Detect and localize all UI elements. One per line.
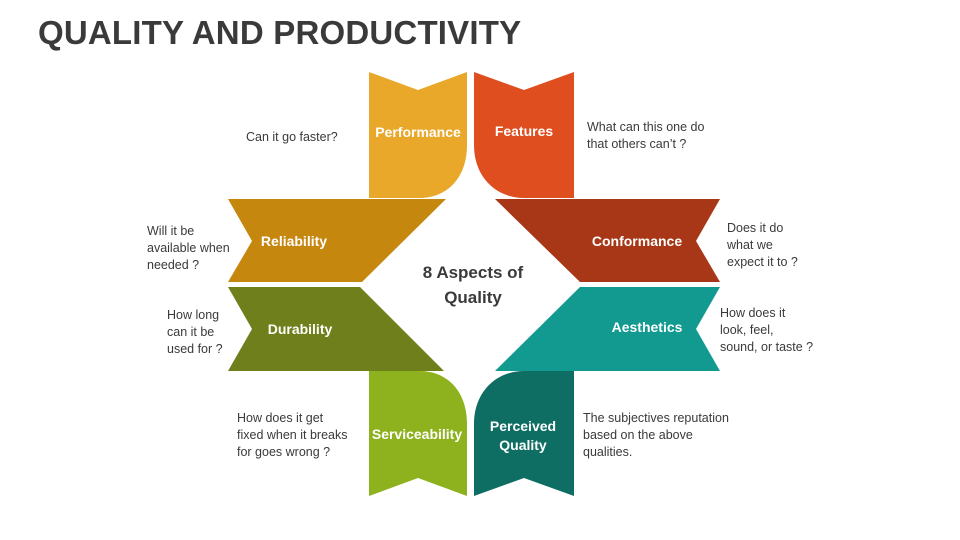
center-title-line2: Quality [444, 288, 502, 307]
performance-question: Can it go faster? [246, 130, 338, 144]
reliability-question: Will it be available when needed ? [147, 224, 230, 272]
aesthetics-ribbon [495, 287, 720, 371]
serviceability-ribbon [369, 371, 467, 496]
reliability-ribbon [228, 199, 446, 282]
performance-label: Performance [375, 124, 461, 140]
perceived-quality-question: The subjectives reputation based on the … [583, 411, 729, 459]
features-ribbon [474, 72, 574, 198]
conformance-label: Conformance [592, 233, 682, 249]
center-title-line1: 8 Aspects of [423, 263, 524, 282]
perceived-quality-label-line2: Quality [499, 437, 547, 453]
aesthetics-question: How does it look, feel, sound, or taste … [720, 306, 814, 354]
durability-label: Durability [268, 321, 333, 337]
page-title: QUALITY AND PRODUCTIVITY [38, 14, 522, 51]
aesthetics-label: Aesthetics [612, 319, 683, 335]
serviceability-question: How does it get fixed when it breaks for… [237, 411, 348, 459]
durability-question: How long can it be used for ? [167, 308, 223, 356]
features-label: Features [495, 123, 554, 139]
serviceability-label: Serviceability [372, 426, 462, 442]
performance-ribbon [369, 72, 467, 198]
conformance-question: Does it do what we expect it to ? [727, 221, 798, 269]
perceived-quality-label-line1: Perceived [490, 418, 556, 434]
conformance-ribbon [495, 199, 720, 282]
durability-ribbon [228, 287, 444, 371]
features-question: What can this one do that others can’t ? [587, 120, 705, 151]
reliability-label: Reliability [261, 233, 327, 249]
perceived-quality-ribbon [474, 371, 574, 496]
